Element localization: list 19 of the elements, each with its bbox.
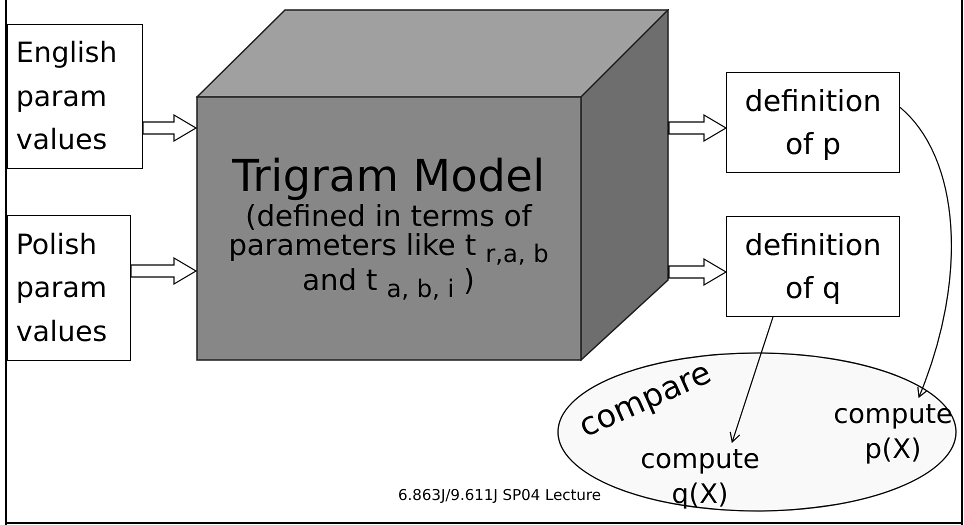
block-arrow: [668, 258, 728, 286]
box-label: definition of q: [744, 227, 882, 306]
model-title: Trigram Model: [231, 153, 546, 202]
text-box: [7, 24, 143, 169]
text-box: [7, 215, 131, 361]
block-arrow: [668, 114, 728, 142]
text-box: [726, 72, 900, 173]
box-label: definition of p: [744, 83, 882, 162]
box-label: English param values: [16, 35, 118, 158]
arrow: [730, 316, 774, 443]
compute-label: compute q(X): [639, 443, 761, 512]
box-label: Polish param values: [16, 226, 108, 350]
model-description: (defined in terms of parameters like t $_{r,a, b}$ and t $_{a, b, i}$ ): [227, 202, 550, 301]
footer-text: 6.863J/9.611J SP04 Lecture: [398, 486, 601, 504]
compute-label: compute p(X): [832, 398, 954, 468]
text-box: [726, 216, 900, 317]
block-arrow: [142, 114, 198, 142]
arrow: [900, 106, 952, 398]
block-arrow: [130, 256, 198, 286]
